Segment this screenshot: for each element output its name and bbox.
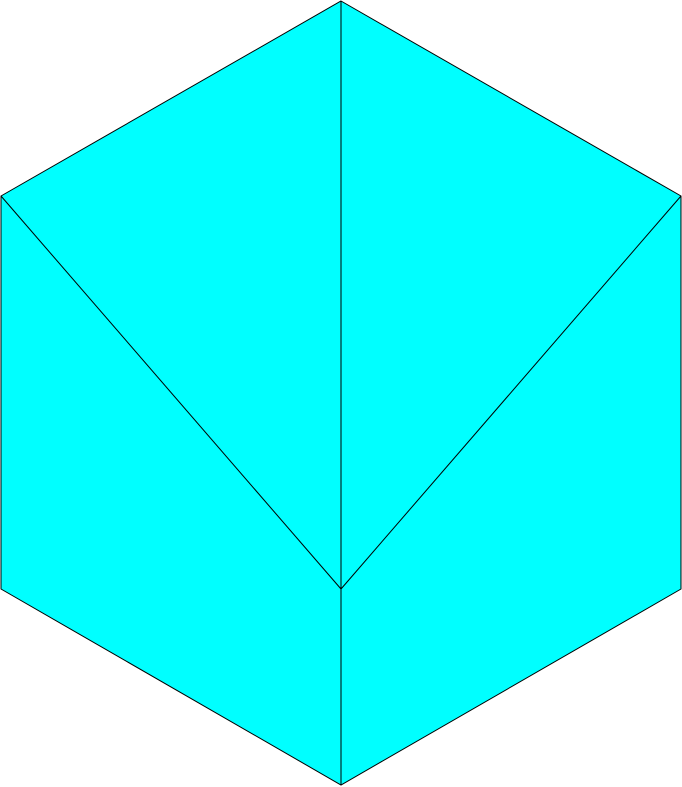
right-diagonal-line [340,195,682,590]
left-diagonal-line [0,195,342,590]
top-left-triangle [1,1,341,589]
top-right-triangle [341,1,681,589]
